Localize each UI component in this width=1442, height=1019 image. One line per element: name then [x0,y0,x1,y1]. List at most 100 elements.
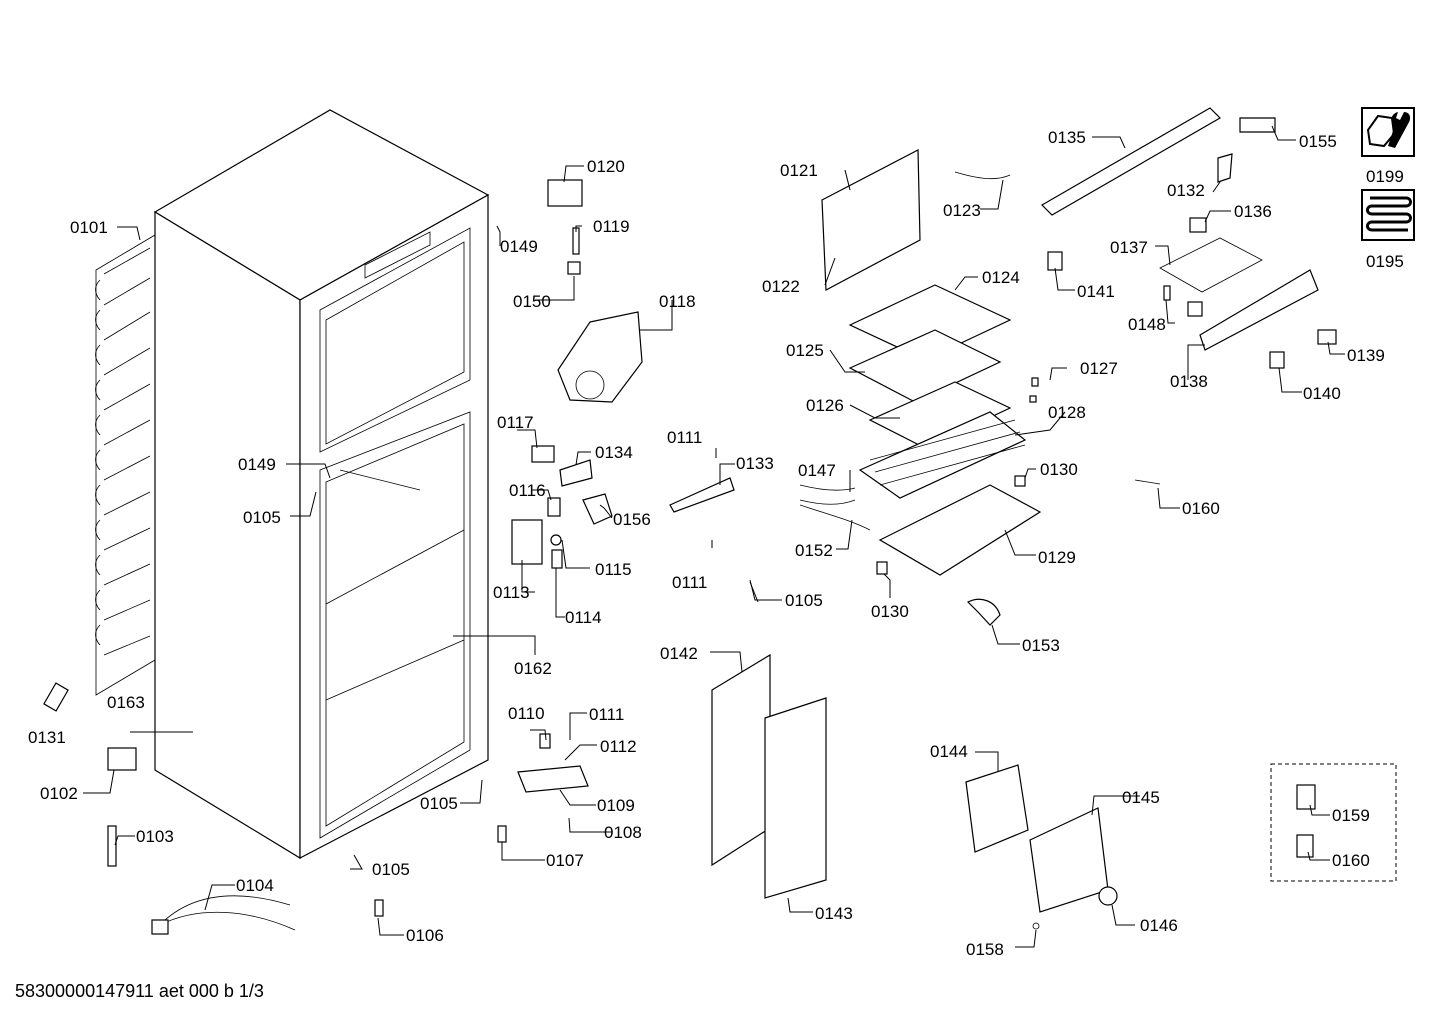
part-0145 [1029,807,1109,913]
label-0115: 0115 [595,560,632,579]
label-0116: 0116 [509,481,546,500]
part-0104 [154,895,296,931]
coil-icon [1361,189,1415,241]
label-0118: 0118 [659,292,696,311]
label-0145: 0145 [1122,788,1160,807]
part-0123 [954,171,1011,180]
label-0135: 0135 [1048,128,1086,147]
label-0105: 0105 [785,591,823,610]
part-0132 [1217,153,1233,183]
part-0143 [764,697,827,899]
label-0119: 0119 [593,217,630,236]
label-0143: 0143 [815,904,853,923]
label-0101: 0101 [70,218,108,237]
label-0112: 0112 [600,737,637,756]
label-0106: 0106 [406,926,444,945]
label-0130: 0130 [871,602,909,621]
label-0160: 0160 [1332,851,1370,870]
label-0153: 0153 [1022,636,1060,655]
label-0158: 0158 [966,940,1004,959]
label-0113: 0113 [493,583,530,602]
part-0115 [550,534,562,546]
label-0156: 0156 [613,510,651,529]
part-0131 [43,682,69,712]
label-0146: 0146 [1140,916,1178,935]
part-0109 [517,765,589,793]
label-0129: 0129 [1038,548,1076,567]
part-0102 [107,747,137,771]
label-0103: 0103 [136,827,174,846]
label-0133: 0133 [736,454,774,473]
part-0137 [1159,237,1263,293]
label-0134: 0134 [595,443,633,462]
label-0138: 0138 [1170,372,1208,391]
label-0163: 0163 [107,693,145,712]
label-0155: 0155 [1299,132,1337,151]
part-0153 [966,598,1001,626]
part-0103 [107,825,117,867]
label-0111: 0111 [672,573,707,592]
label-0142: 0142 [660,644,698,663]
part-0160-wire [1134,479,1161,485]
label-0123: 0123 [943,201,981,220]
part-0129 [878,484,1042,576]
part-0140 [1269,351,1285,369]
label-0127: 0127 [1080,359,1118,378]
label-0144: 0144 [930,742,968,761]
label-0149: 0149 [238,455,276,474]
part-0160b [1296,834,1314,858]
part-0125 [848,329,1002,403]
label-0132: 0132 [1167,181,1205,200]
leader-lines [83,125,1345,948]
condenser-coil [95,234,156,696]
label-0111: 0111 [589,705,624,724]
part-0141 [1047,251,1063,271]
label-0121: 0121 [780,161,818,180]
part-0155 [1239,117,1276,133]
label-0120: 0120 [587,157,625,176]
part-0135 [1041,107,1221,216]
power-plug [151,919,169,935]
part-0128 [858,411,1027,499]
part-labels: 0101 0102 0103 0104 0105 0105 0105 0105 … [28,128,1404,959]
label-0117: 0117 [497,413,534,432]
label-0130: 0130 [1040,460,1078,479]
part-0146 [1098,886,1118,906]
label-0124: 0124 [982,268,1020,287]
label-0136: 0136 [1234,202,1272,221]
label-0128: 0128 [1048,403,1086,422]
parts [43,107,1397,935]
part-0113 [511,519,543,565]
label-0141: 0141 [1077,282,1115,301]
label-0147: 0147 [798,461,836,480]
part-0106 [374,899,384,917]
part-0147 [799,484,856,505]
label-0104: 0104 [236,876,274,895]
label-0114: 0114 [565,608,602,627]
label-0150: 0150 [513,292,551,311]
part-0144 [965,764,1029,853]
label-0109: 0109 [597,796,635,815]
part-0118 [557,311,643,403]
cabinet-body [153,109,490,860]
part-0136 [1189,217,1207,233]
part-0114 [551,549,563,569]
part-0148a [1163,285,1171,301]
optional-parts-box [1270,763,1397,882]
label-0159: 0159 [1332,806,1370,825]
part-0152 [799,504,871,531]
part-0121 [821,149,921,291]
part-0139 [1317,329,1337,345]
label-0105: 0105 [243,508,281,527]
label-0125: 0125 [786,341,824,360]
label-0111: 0111 [667,428,702,447]
part-0117 [531,445,555,463]
part-0107 [497,825,507,843]
label-0126: 0126 [806,396,844,415]
label-0195: 0195 [1366,252,1404,271]
label-0122: 0122 [762,277,800,296]
part-0156 [582,493,613,525]
label-0149: 0149 [500,237,538,256]
label-0137: 0137 [1110,238,1148,257]
